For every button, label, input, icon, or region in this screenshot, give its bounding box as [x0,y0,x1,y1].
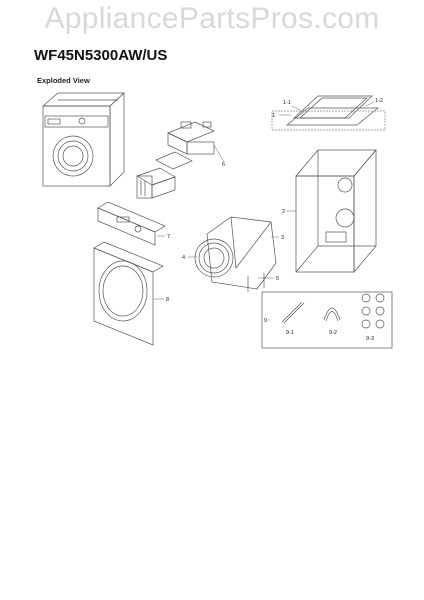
part-1-top-cover [271,95,386,131]
part-7-control-panel [97,201,166,246]
watermark: AppliancePartsPros.com [44,2,380,35]
part-9-accessories-box [261,291,393,349]
label-part-1-2: 1-2 [375,98,383,104]
label-part-4: 4 [182,255,185,261]
label-part-9: 9 [264,318,267,324]
part-8-front-panel [93,241,164,346]
label-part-2: 2 [282,209,285,215]
part-3-4-tub-assembly [194,216,277,292]
label-part-9-2: 9-2 [329,330,337,336]
label-part-7: 7 [167,234,170,240]
label-part-1-1: 1-1 [283,100,291,106]
part-9-1-hose-illustration [281,301,305,324]
label-part-6: 6 [222,162,225,168]
part-2-cabinet [295,149,377,273]
model-number: WF45N5300AW/US [34,47,168,64]
part-9-2-hose-guide-illustration [323,307,341,322]
part-9-3-caps-illustration [361,293,385,329]
washer-assembled-illustration [42,92,125,187]
label-part-1: 1 [272,113,275,119]
label-part-5: 5 [276,276,279,282]
label-part-9-3: 9-3 [366,336,374,342]
part-6-dispenser-drawer [136,121,215,199]
section-title: Exploded View [37,76,90,85]
label-part-8: 8 [166,297,169,303]
label-part-9-1: 9-1 [286,330,294,336]
label-part-3: 3 [281,235,284,241]
